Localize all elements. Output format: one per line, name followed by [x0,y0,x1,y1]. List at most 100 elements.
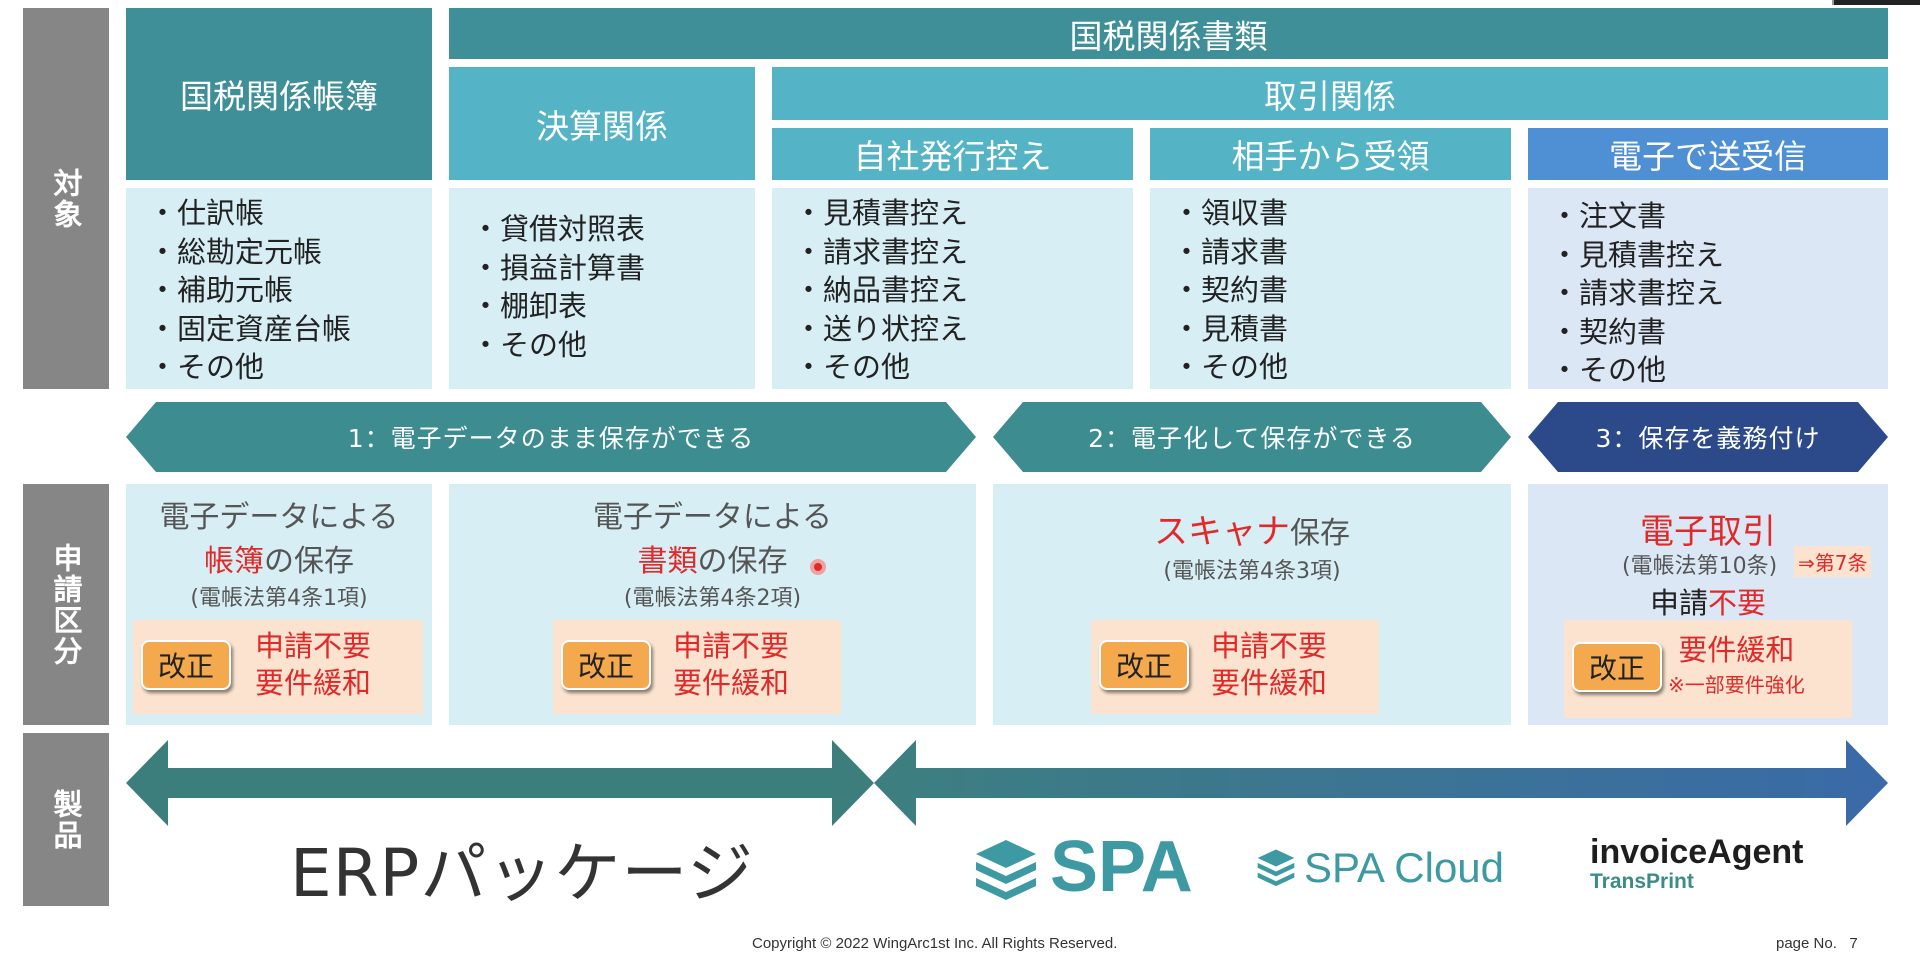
relaxed-requirements: 要件緩和 [1211,666,1328,700]
header-transactions-label: 取引関係 [1264,76,1396,116]
list-item: ・その他 [1550,353,1667,387]
list-item: ・領収書 [1172,196,1289,230]
relaxed-requirements: 要件緩和 [673,666,790,700]
article-ref: ⇒第7条 [1794,546,1872,577]
header-transactions: 取引関係 [772,67,1888,120]
banner-mandatory: 3：保存を義務付け [1528,402,1888,472]
header-self-issued-label: 自社発行控え [853,137,1052,176]
requirement-text: 要件緩和 ※一部要件強化 [1668,632,1805,698]
list-item: ・補助元帳 [148,273,294,307]
cell-red-word: スキャナ [1154,512,1290,552]
cell-docs-text: 電子データによる 書類の保存 (電帳法第4条2項) [449,484,976,612]
cell-line2: 書類の保存 [449,536,976,580]
kaisei-badge: 改正 [1099,640,1189,690]
header-national-docs: 国税関係書類 [449,8,1888,59]
list-item: ・注文書 [1550,199,1667,233]
product-arrows [126,740,1888,826]
list-item: ・契約書 [1172,273,1289,307]
list-item: ・請求書控え [794,234,969,269]
list-item: ・見積書控え [1550,237,1725,272]
kaisei-badge: 改正 [1572,642,1662,692]
list-item: ・損益計算書 [471,250,646,285]
cell-scanner-text: スキャナ保存 (電帳法第4条3項) [993,484,1511,585]
erp-package-label: ERPパッケージ [290,835,755,912]
page-number: page No. 7 [1776,935,1858,952]
cell-electronic-transaction: 電子取引 (電帳法第10条) ⇒第7条 申請不要 改正 要件緩和 ※一部要件強化 [1528,484,1888,725]
spa-cloud-logo: SPA Cloud [1254,842,1524,898]
cell-scanner-storage: スキャナ保存 (電帳法第4条3項) 改正 申請不要 要件緩和 [993,484,1511,725]
copyright: Copyright © 2022 WingArc1st Inc. All Rig… [752,935,1118,952]
invoice-agent-text: invoiceAgent [1590,833,1804,871]
side-label-target: 対象 [23,8,109,389]
header-received: 相手から受領 [1150,128,1511,180]
banner-electronic-data: 1：電子データのまま保存ができる [126,402,976,472]
arrow-shapes [126,740,1888,826]
list-item: ・見積書控え [794,196,969,230]
list-books: ・仕訳帳 ・総勘定元帳 ・補助元帳 ・固定資産台帳 ・その他 [126,188,432,389]
header-self-issued: 自社発行控え [772,128,1133,180]
cell-rest: の保存 [264,544,354,579]
spa-logo-text: SPA [1050,827,1193,907]
list-item: ・貸借対照表 [471,212,646,246]
no-application: 申請不要 [1211,629,1328,663]
list-item: ・請求書控え [1550,276,1725,310]
banner-shape [993,402,1511,472]
cell-line1: スキャナ保存 [993,504,1511,553]
kaisei-badge: 改正 [141,640,231,690]
relaxed-requirements: 要件緩和 [1678,633,1795,667]
list-electronic: ・注文書 ・見積書控え ・請求書控え ・契約書 ・その他 [1528,188,1888,389]
cell-line1: 電子データによる [159,500,399,535]
header-national-docs-label: 国税関係書類 [1069,16,1268,56]
banner-digitize: 2：電子化して保存ができる [993,402,1511,472]
list-item: ・棚卸表 [471,289,588,323]
erp-arrow [126,740,874,826]
spa-stack-icon [976,840,1036,900]
kaisei-panel: 改正 申請不要 要件緩和 [133,620,423,714]
header-electronic: 電子で送受信 [1528,128,1888,180]
cell-documents-storage: 電子データによる 書類の保存 (電帳法第4条2項) 改正 申請不要 要件緩和 [449,484,976,725]
cell-red-word: 帳簿 [204,544,264,579]
spa-cloud-logo-text: SPA Cloud [1304,844,1505,891]
spa-cloud-stack-icon [1257,849,1295,887]
transprint-text: TransPrint [1590,870,1694,893]
cell-plain: 申請 [1649,586,1708,620]
no-application: 申請不要 [255,629,372,663]
banner-shape [126,402,976,472]
cell-line1: 電子データによる [592,500,833,535]
cell-books-storage: 電子データによる 帳簿の保存 (電帳法第4条1項) 改正 申請不要 要件緩和 [126,484,432,725]
relaxed-requirements: 要件緩和 [255,666,372,700]
invoice-agent-logo: invoiceAgent TransPrint [1590,834,1820,904]
list-settlement: ・貸借対照表 ・損益計算書 ・棚卸表 ・その他 [449,188,755,389]
cell-line2: 帳簿の保存 [126,536,432,580]
spa-arrow [874,740,1888,826]
header-settlement-label: 決算関係 [536,106,668,146]
kaisei-panel: 改正 申請不要 要件緩和 [1091,620,1379,714]
kaisei-panel: 改正 要件緩和 ※一部要件強化 [1564,620,1852,718]
spa-logo: SPA [970,827,1193,912]
cell-red-word: 電子取引 [1640,512,1776,552]
cell-etx-text: 電子取引 [1528,484,1888,553]
list-item: ・固定資産台帳 [148,311,352,346]
kaisei-panel: 改正 申請不要 要件緩和 [553,620,841,714]
header-national-books-label: 国税関係帳簿 [180,77,378,116]
cell-rest: の保存 [697,544,788,579]
cell-rest: 保存 [1290,516,1350,551]
list-item: ・その他 [471,327,588,362]
cell-note: (電帳法第4条2項) [623,586,802,611]
cursor-indicator [810,559,826,575]
header-national-books: 国税関係帳簿 [126,8,432,180]
list-item: ・送り状控え [794,311,969,346]
no-application: 申請不要 [673,629,790,663]
list-item: ・その他 [148,350,265,384]
side-label-products: 製品 [23,733,109,906]
cell-books-text: 電子データによる 帳簿の保存 (電帳法第4条1項) [126,484,432,612]
requirement-text: 申請不要 要件緩和 [1211,628,1327,702]
list-item: ・見積書 [1172,311,1289,346]
cell-red-word: 書類 [637,544,698,579]
partial-strengthening-note: ※一部要件強化 [1668,673,1805,697]
list-received: ・領収書 ・請求書 ・契約書 ・見積書 ・その他 [1150,188,1511,389]
header-electronic-label: 電子で送受信 [1609,137,1807,176]
cell-red2: 不要 [1708,586,1767,620]
side-label-application: 申請区分 [23,484,109,725]
cell-note: (電帳法第4条1項) [190,586,368,611]
